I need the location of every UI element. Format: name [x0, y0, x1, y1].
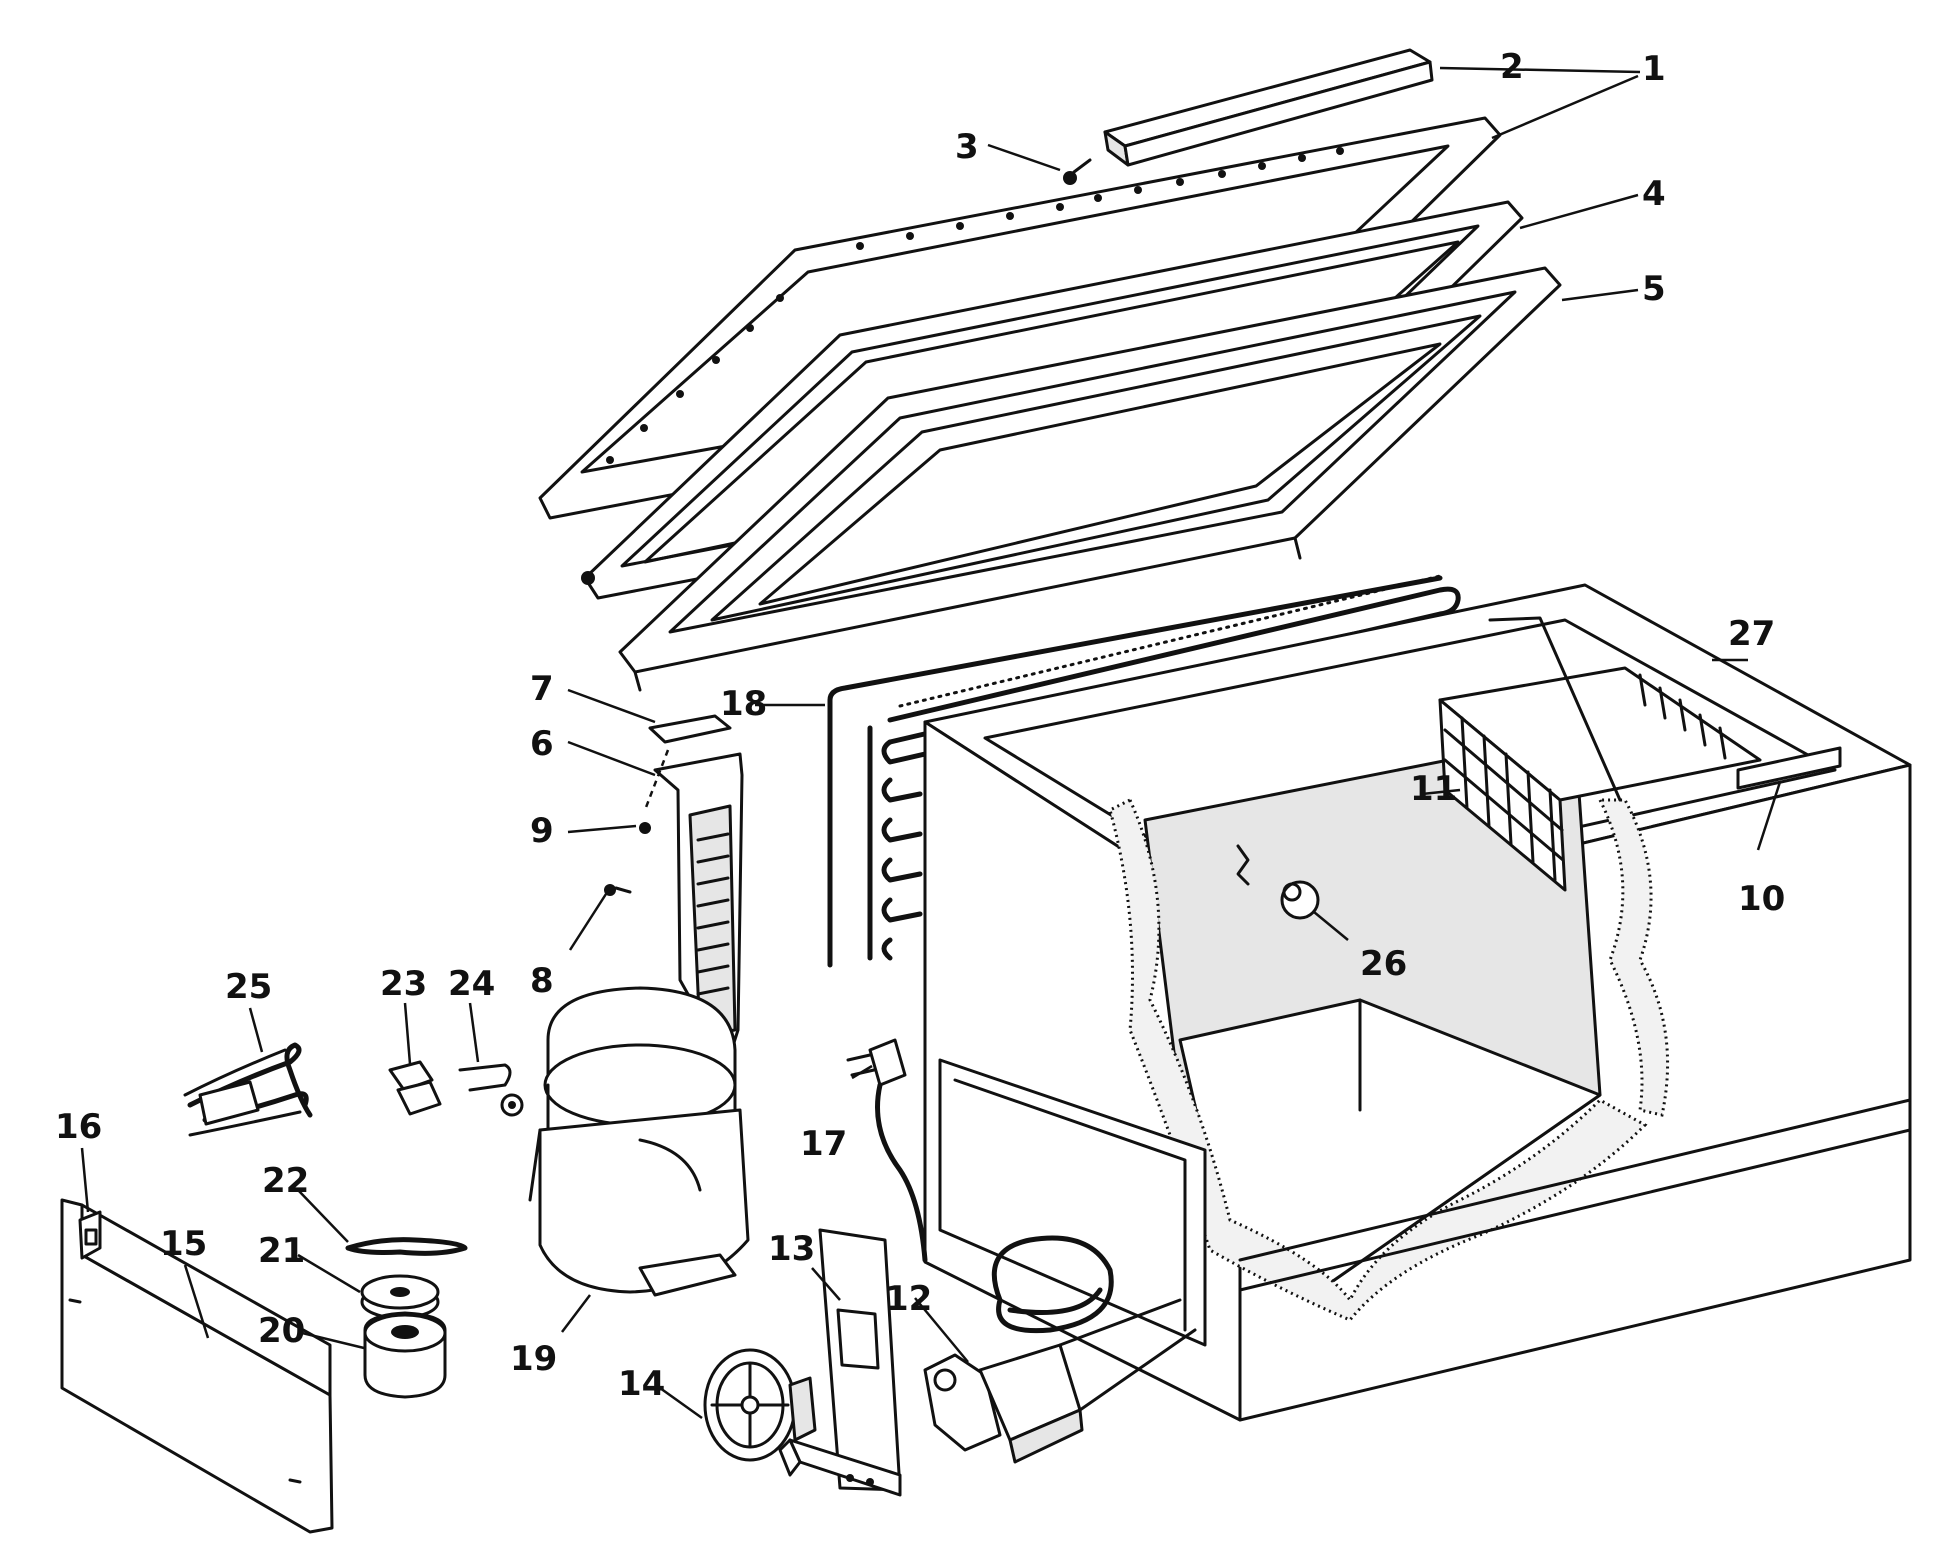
part-drain-plug — [1236, 844, 1320, 920]
callout-6: 6 — [530, 724, 554, 764]
part-thermostat-knob — [703, 1348, 817, 1462]
callout-15: 15 — [160, 1224, 207, 1264]
part-thermostat — [923, 1235, 1197, 1464]
callout-17: 17 — [800, 1124, 847, 1164]
callout-leaders — [80, 66, 1782, 1420]
callout-11: 11 — [1410, 769, 1457, 809]
callout-10: 10 — [1738, 879, 1785, 919]
part-thermostat-bracket — [778, 1228, 902, 1497]
part-wire-basket — [1438, 616, 1762, 892]
callout-4: 4 — [1642, 174, 1666, 214]
callout-12: 12 — [885, 1279, 932, 1319]
part-cabinet — [923, 583, 1912, 1422]
part-clip — [345, 1237, 468, 1256]
part-relay — [388, 1060, 442, 1116]
callout-19: 19 — [510, 1339, 557, 1379]
callout-5: 5 — [1642, 269, 1666, 309]
part-mount — [363, 1311, 447, 1399]
callout-3: 3 — [955, 127, 979, 167]
part-drier-bracket — [604, 714, 744, 1060]
callout-14: 14 — [618, 1364, 665, 1404]
callout-22: 22 — [262, 1161, 309, 1201]
callout-27: 27 — [1728, 614, 1775, 654]
callout-26: 26 — [1360, 944, 1407, 984]
part-overload — [458, 1063, 524, 1117]
callout-2: 2 — [1500, 47, 1524, 87]
callout-25: 25 — [225, 967, 272, 1007]
part-lid-handle — [1103, 48, 1434, 167]
part-compressor — [528, 986, 750, 1297]
callout-18: 18 — [720, 684, 767, 724]
callout-1: 1 — [1642, 49, 1666, 89]
callout-21: 21 — [258, 1231, 305, 1271]
callout-24: 24 — [448, 964, 495, 1004]
callout-16: 16 — [55, 1107, 102, 1147]
part-screw-3 — [1063, 158, 1092, 185]
callout-20: 20 — [258, 1311, 305, 1351]
part-wire-harness — [183, 1042, 313, 1137]
callouts: 1 2 3 4 5 6 7 8 9 10 11 12 13 14 15 16 1… — [55, 47, 1785, 1404]
callout-9: 9 — [530, 811, 554, 851]
part-grommet — [360, 1274, 440, 1320]
callout-13: 13 — [768, 1229, 815, 1269]
callout-7: 7 — [530, 669, 554, 709]
part-label-plate — [1736, 746, 1842, 790]
callout-23: 23 — [380, 964, 427, 1004]
part-lid-liner-5 — [618, 266, 1562, 692]
callout-8: 8 — [530, 961, 554, 1001]
part-cover-clip — [78, 1210, 102, 1260]
